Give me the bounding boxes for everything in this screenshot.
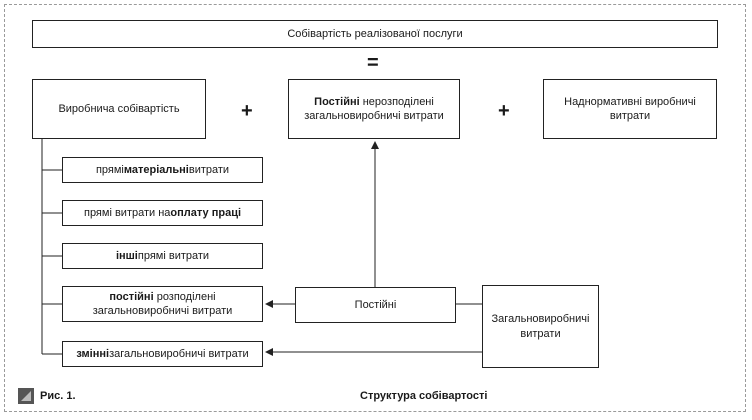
figure-label: Рис. 1. [40, 390, 76, 402]
fixed-unallocated-box: Постійні нерозподілені загальновиробничі… [288, 79, 460, 139]
overhead-label: Загальновиробничі витрати [491, 313, 590, 340]
direct-labor-box: прямі витрати на оплату праці [62, 200, 263, 226]
variable-overhead-box: змінні загальновиробничі витрати [62, 341, 263, 367]
plus-sign-1: + [241, 100, 253, 122]
above-norm-box: Наднормативні виробничі витрати [543, 79, 717, 139]
above-norm-label: Наднормативні виробничі витрати [564, 95, 696, 122]
cost-of-service-label: Собівартість реалізованої послуги [287, 27, 463, 40]
figure-icon [18, 388, 34, 404]
other-direct-box: інші прямі витрати [62, 243, 263, 269]
production-cost-label: Виробнича собівартість [58, 102, 180, 115]
cost-of-service-box: Собівартість реалізованої послуги [32, 20, 718, 48]
fixed-unallocated-label: Постійні нерозподілені загальновиробничі… [304, 95, 444, 122]
figure-frame [4, 4, 746, 412]
plus-sign-2: + [498, 100, 510, 122]
fixed-label: Постійні [354, 298, 397, 311]
fixed-box: Постійні [295, 287, 456, 323]
fixed-allocated-box: постійні розподілені загальновиробничі в… [62, 286, 263, 322]
overhead-box: Загальновиробничі витрати [482, 285, 599, 368]
equals-sign: = [367, 52, 379, 74]
figure-title: Структура собівартості [360, 390, 488, 402]
direct-materials-box: прямі матеріальні витрати [62, 157, 263, 183]
production-cost-box: Виробнича собівартість [32, 79, 206, 139]
